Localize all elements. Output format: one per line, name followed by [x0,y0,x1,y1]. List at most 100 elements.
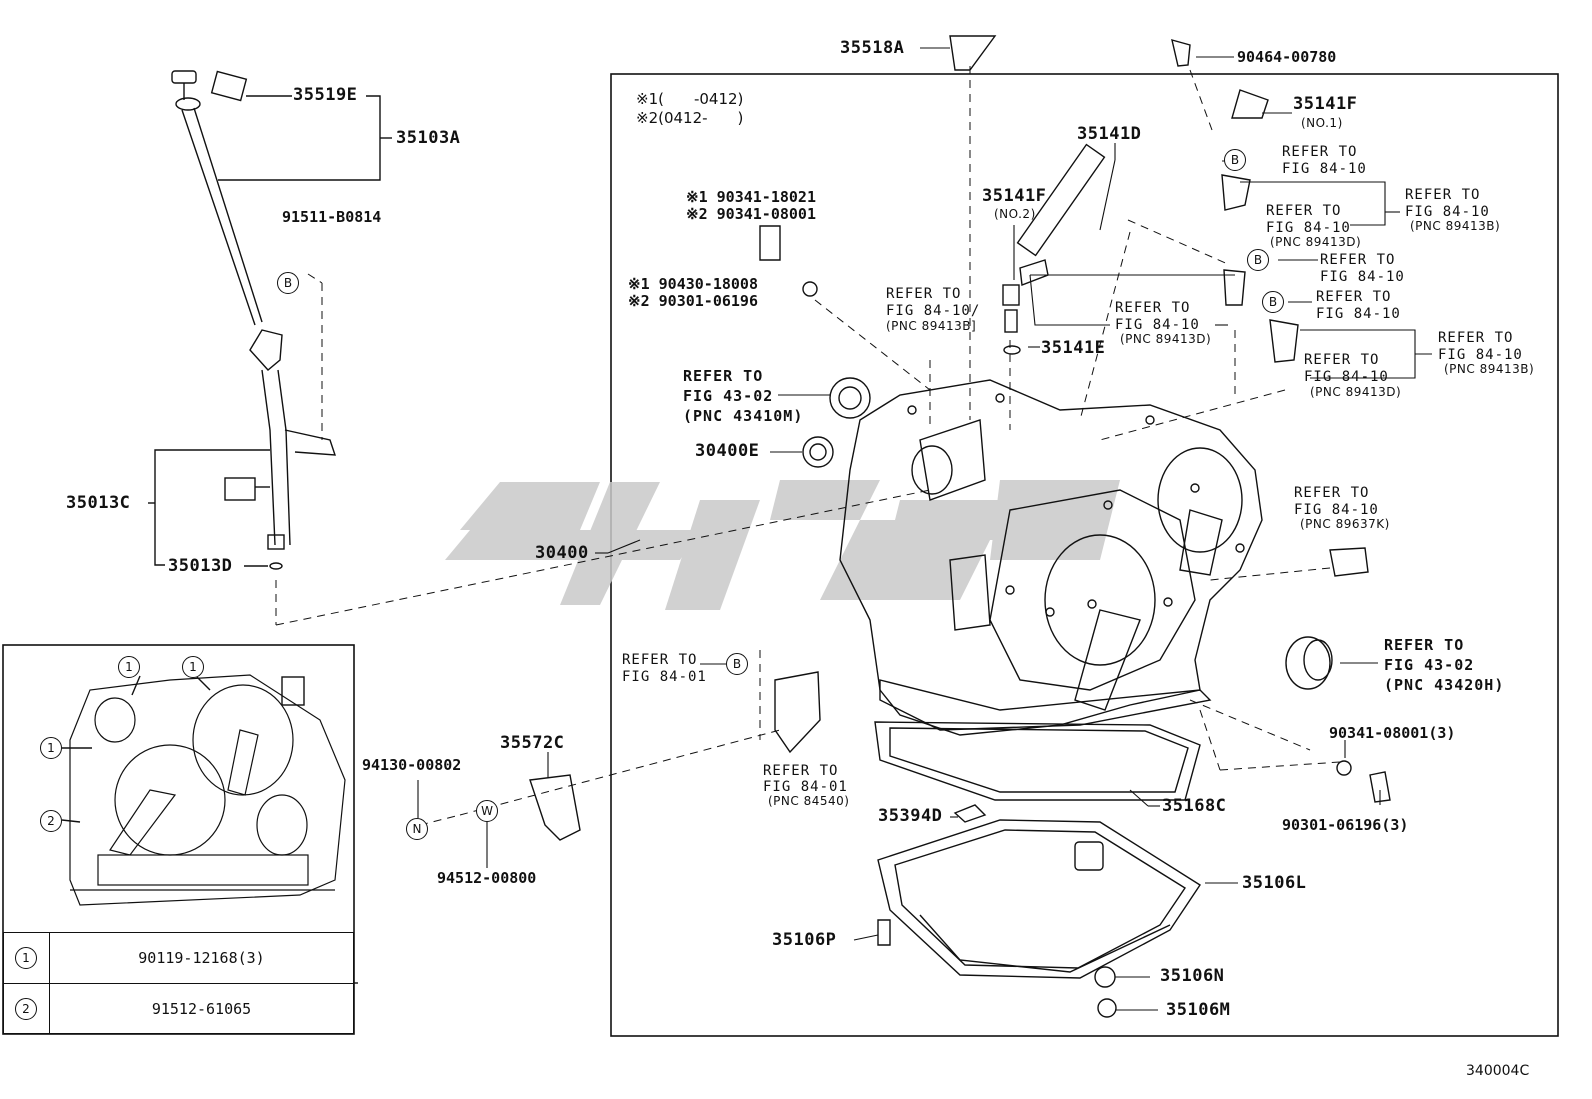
mark-b-top: B [1224,149,1246,171]
ref-pnc: (PNC 89413D) [1120,332,1212,346]
table-part: 91512-61065 [151,1000,252,1018]
gasket-35168C [874,721,1201,801]
ref-label: REFER TO [1266,203,1342,219]
table-row: 1 90119-12168(3) [4,933,353,983]
part-35141F-mid: 35141F [982,186,1047,206]
dipstick-tube [224,329,336,550]
ref-fig: FIG 84-10 [1266,220,1351,236]
ref-label: REFER TO [1282,144,1358,160]
ref-pnc: (PNC 89413B] [886,319,977,333]
ref-label: REFER TO [1438,330,1514,346]
part-35013C: 35013C [66,493,131,513]
ref-fig: FIG 84-10 [1438,347,1523,363]
ref-fig: FIG 84-01 [622,669,707,685]
part-35572C: 35572C [500,733,565,753]
mark-b-dipstick: B [277,272,299,294]
mark-n: N [406,818,428,840]
part-35141E: 35141E [1041,338,1106,358]
part-90341-qty: 90341-08001(3) [1329,724,1456,742]
part-35518A: 35518A [840,38,905,58]
fastener-table: 1 90119-12168(3) 2 91512-61065 [3,932,354,1034]
part-91511: 91511-B0814 [282,208,382,226]
note-bolt-2: ※2 90341-08001 [686,205,816,223]
part-35106N: 35106N [1160,966,1225,986]
ref-label: REFER TO [763,763,839,779]
part-35519E: 35519E [293,85,358,105]
ref-pnc: (PNC 89637K) [1300,517,1390,531]
part-35394D: 35394D [878,806,943,826]
mark-b-mid: B [1247,249,1269,271]
note-period-1: ※1( -0412) [636,90,744,108]
ref-fig: FIG 84-10 [1304,369,1389,385]
part-35013D: 35013D [168,556,233,576]
mark-b-8401: B [726,653,748,675]
part-35106L: 35106L [1242,873,1307,893]
ref-fig: FIG 84-10 [1405,204,1490,220]
dipstick [171,70,292,326]
inset-mark-1a: 1 [118,656,140,678]
ref-pnc: (PNC 89413B) [1410,219,1501,233]
part-30400: 30400 [535,543,589,563]
ref-fig: FIG 84-10/ [886,303,981,319]
part-90464: 90464-00780 [1237,48,1337,66]
ref-fig: FIG 84-10 [1320,269,1405,285]
ref-pnc: (PNC 89413D) [1310,385,1402,399]
part-35141D: 35141D [1077,124,1142,144]
mark-w: W [476,800,498,822]
small-parts [529,35,1391,946]
ref-fig: FIG 84-10 [1316,306,1401,322]
inset-mark-1c: 1 [40,737,62,759]
note-gasket-1: ※1 90430-18008 [628,275,758,293]
ref-fig: FIG 84-01 [763,779,848,795]
part-35141F-top-sub: (NO.1) [1301,116,1343,130]
part-94512: 94512-00800 [437,869,537,887]
ref-fig: FIG 43-02 [683,387,774,405]
ref-pnc: (PNC 43410M) [683,407,804,425]
ref-label: REFER TO [1294,485,1370,501]
transaxle-assembly [281,379,1263,736]
table-row: 2 91512-61065 [4,983,353,1034]
ref-label: REFER TO [1384,636,1465,654]
part-35103A: 35103A [396,128,461,148]
note-bolt-1: ※1 90341-18021 [686,188,816,206]
part-35106M: 35106M [1166,1000,1231,1020]
inset-mark-1b: 1 [182,656,204,678]
watermark-logo [445,480,1120,610]
ref-label: REFER TO [683,367,764,385]
ref-pnc: (PNC 43420H) [1384,676,1505,694]
inset-mark-2: 2 [40,810,62,832]
ref-label: REFER TO [886,286,962,302]
note-period-2: ※2(0412- ) [636,109,744,127]
diagram-code: 340004C [1466,1063,1530,1079]
seals [802,281,1352,1018]
table-part: 90119-12168(3) [138,949,265,967]
inset-frame [2,644,355,1035]
inset-transaxle [69,674,346,906]
mark-b-low: B [1262,291,1284,313]
part-90301-qty: 90301-06196(3) [1282,816,1409,834]
ref-label: REFER TO [1405,187,1481,203]
ref-fig: FIG 84-10 [1115,317,1200,333]
ref-label: REFER TO [1320,252,1396,268]
ref-label: REFER TO [622,652,698,668]
table-mark: 1 [15,947,37,969]
table-mark: 2 [15,998,37,1020]
part-35141F-mid-sub: (NO.2) [994,207,1036,221]
part-35168C: 35168C [1162,796,1227,816]
oil-pan [877,819,1201,979]
ref-label: REFER TO [1316,289,1392,305]
ref-fig: FIG 84-10 [1282,161,1367,177]
part-94130: 94130-00802 [362,756,462,774]
ref-pnc: (PNC 89413B) [1444,362,1535,376]
ref-label: REFER TO [1304,352,1380,368]
ref-pnc: (PNC 89413D) [1270,235,1362,249]
ref-fig: FIG 84-10 [1294,502,1379,518]
ref-label: REFER TO [1115,300,1191,316]
ref-fig: FIG 43-02 [1384,656,1475,674]
part-30400E: 30400E [695,441,760,461]
part-35141F-top: 35141F [1293,94,1358,114]
ref-pnc: (PNC 84540) [768,794,850,808]
note-gasket-2: ※2 90301-06196 [628,292,758,310]
